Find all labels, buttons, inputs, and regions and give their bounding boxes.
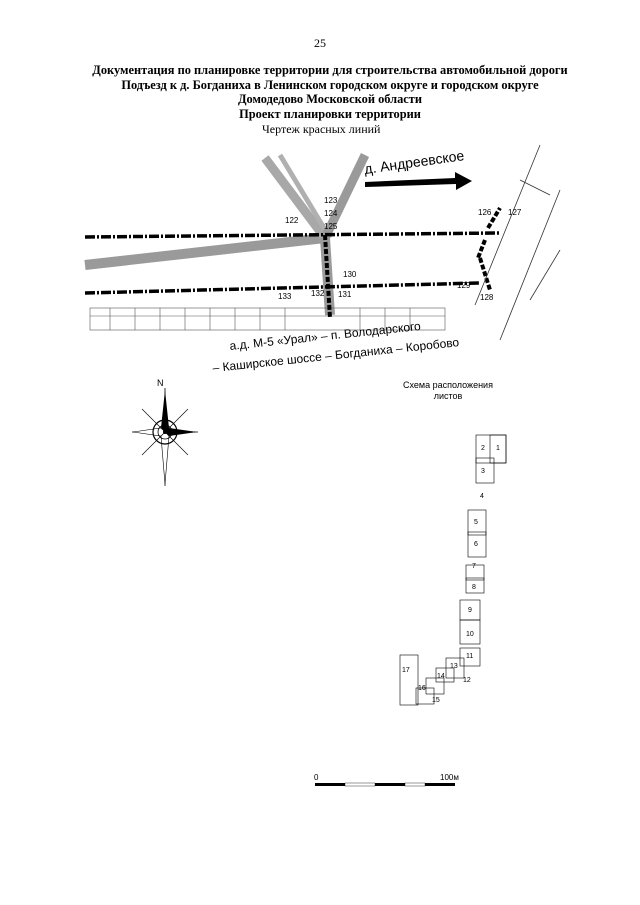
sheet-label-3: 3	[481, 468, 485, 475]
sheet-label-10: 10	[466, 631, 474, 638]
point-label-130: 130	[343, 270, 357, 279]
point-label-131: 131	[338, 290, 352, 299]
sheet-label-16: 16	[418, 685, 426, 692]
sheet-label-2: 2	[481, 445, 485, 452]
title-line-1: Документация по планировке территории дл…	[92, 63, 568, 77]
sheet-frames	[399, 434, 507, 706]
title-line-3: Домодедово Московской области	[237, 92, 423, 106]
point-label-127: 127	[508, 208, 522, 217]
point-label-129: 129	[457, 281, 471, 290]
scheme-title-line-2: листов	[433, 391, 463, 401]
sheet-layout-scheme: 2 1 3 4 5 6 7 8 9 10 11 12 13 14 15 16 1…	[399, 434, 507, 706]
scale-bar: 0 100м	[314, 773, 459, 787]
sheet-label-12: 12	[463, 677, 471, 684]
title-line-4: Проект планировки территории	[239, 106, 421, 121]
point-label-125: 125	[324, 222, 338, 231]
sheet-label-4: 4	[480, 493, 484, 500]
sheet-label-6: 6	[474, 541, 478, 548]
scale-start-label: 0	[314, 773, 319, 782]
direction-arrow	[365, 172, 472, 190]
sheet-label-13: 13	[450, 663, 458, 670]
building-strip	[89, 307, 446, 331]
sheet-label-8: 8	[472, 584, 476, 591]
sheet-label-7: 7	[472, 563, 476, 570]
title-line-2: Подъезд к д. Богданиха в Ленинском город…	[121, 77, 539, 92]
sheet-label-17: 17	[402, 667, 410, 674]
scheme-title-line-1: Схема расположения	[403, 380, 493, 390]
drawing-subtitle: Чертеж красных линий	[262, 122, 381, 136]
point-label-126: 126	[478, 208, 492, 217]
north-label: N	[157, 378, 164, 388]
sheet-label-11: 11	[466, 653, 473, 660]
point-label-124: 124	[324, 209, 338, 218]
point-label-133: 133	[278, 292, 292, 301]
sheet-label-15: 15	[432, 697, 440, 704]
red-line-north	[84, 231, 501, 239]
page-number: 25	[314, 36, 326, 50]
document-title: Документация по планировке территории дл…	[40, 63, 620, 121]
scheme-title: Схема расположения листов	[388, 380, 508, 402]
sheet-label-14: 14	[437, 673, 445, 680]
direction-label: д. Андреевское	[363, 147, 465, 177]
sheet-label-1: 1	[496, 445, 500, 452]
scale-end-label: 100м	[440, 773, 459, 782]
compass-rose: N	[132, 378, 198, 486]
red-lines-map: д. Андреевское 122 123 124 125 126 127 1…	[84, 144, 561, 375]
red-line-south	[84, 281, 481, 295]
point-label-128: 128	[480, 293, 494, 302]
point-label-122: 122	[285, 216, 299, 225]
red-line-connectors	[323, 206, 502, 319]
boundary-lines	[474, 144, 561, 341]
sheet-label-5: 5	[474, 519, 478, 526]
point-label-123: 123	[324, 196, 338, 205]
point-label-132: 132	[311, 289, 325, 298]
sheet-label-9: 9	[468, 607, 472, 614]
